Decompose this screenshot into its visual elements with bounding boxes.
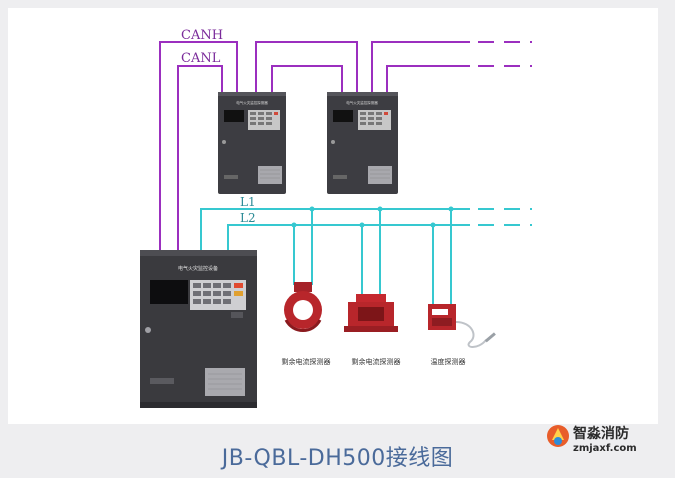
watermark-logo: 智淼消防 zmjaxf.com xyxy=(547,425,637,454)
junction-dots xyxy=(291,206,454,228)
detector-label-1: 剩余电流探测器 xyxy=(282,357,331,366)
sub-panel-1-title: 电气火灾监控探测器 xyxy=(236,100,268,105)
temperature-probe-cable xyxy=(455,321,487,348)
l1-label: L1 xyxy=(240,195,256,209)
can-bus-wires xyxy=(159,41,532,250)
l2-label: L2 xyxy=(240,211,256,225)
power-bus-wires xyxy=(200,208,532,306)
temperature-detector xyxy=(428,304,496,348)
detector-label-2: 剩余电流探测器 xyxy=(352,357,401,366)
diagram-board xyxy=(8,8,658,424)
residual-current-detector-ring xyxy=(284,282,322,333)
watermark-brand: 智淼消防 xyxy=(572,425,629,442)
watermark-url: zmjaxf.com xyxy=(573,443,637,454)
main-panel-title: 电气火灾监控设备 xyxy=(178,265,218,272)
detector-label-3: 温度探测器 xyxy=(431,357,466,366)
canh-label: CANH xyxy=(181,28,223,43)
residual-current-detector-split xyxy=(344,294,398,332)
sub-monitor-panel-2: 电气火灾监控探测器 xyxy=(327,92,398,194)
sub-panel-2-title: 电气火灾监控探测器 xyxy=(346,100,378,105)
main-monitor-panel: 电气火灾监控设备 xyxy=(140,250,257,408)
canl-label: CANL xyxy=(181,51,221,66)
sub-monitor-panel-1: 电气火灾监控探测器 xyxy=(218,92,286,194)
diagram-caption: JB-QBL-DH500接线图 xyxy=(221,446,454,471)
